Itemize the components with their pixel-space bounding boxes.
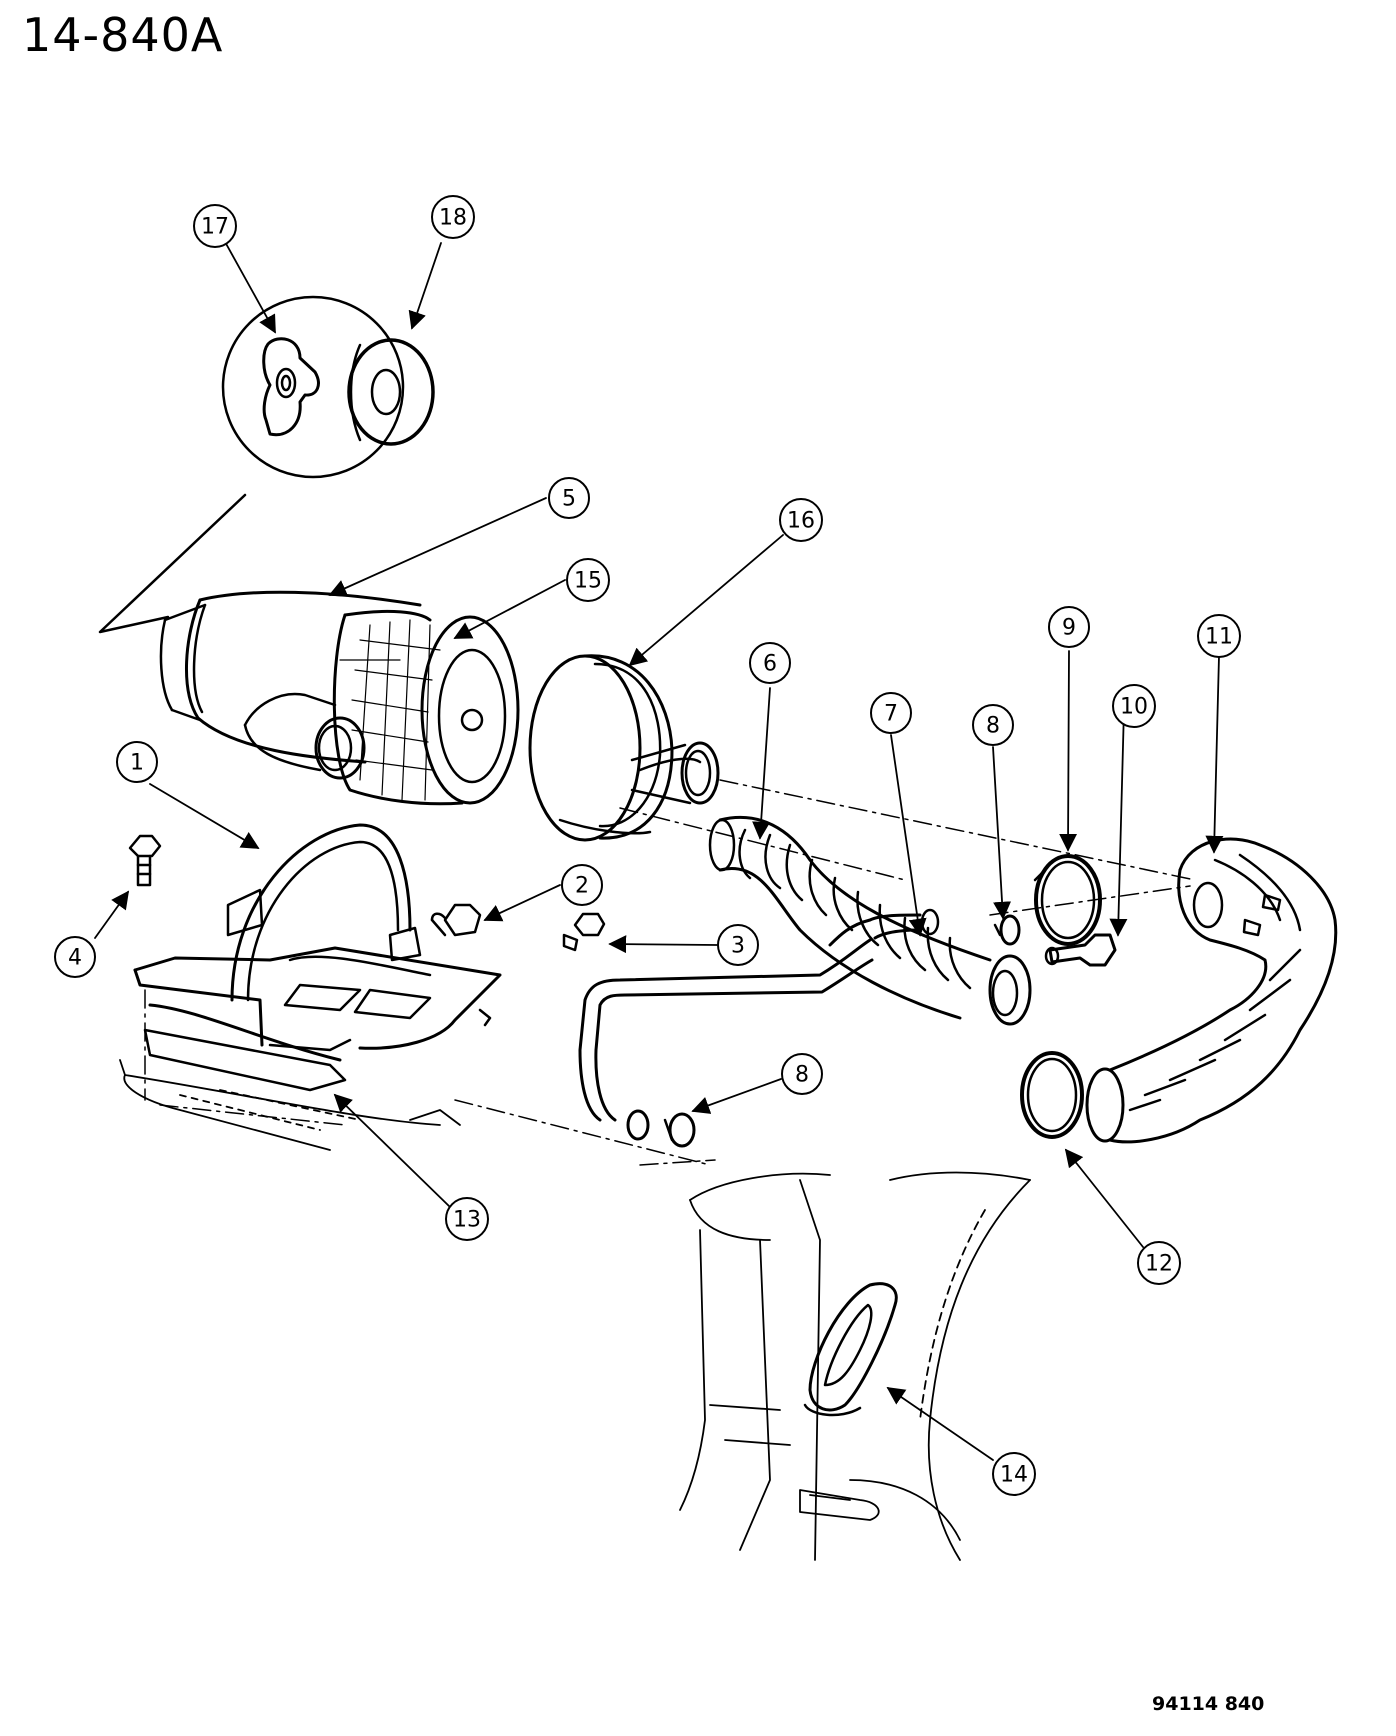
filter-element-icon xyxy=(332,609,520,806)
callout-4: 4 xyxy=(54,936,96,978)
clamp-icon xyxy=(663,914,1021,1148)
callout-label: 13 xyxy=(453,1208,481,1233)
figure-code: 94114 840 xyxy=(1152,1693,1265,1715)
mounting-strap-icon xyxy=(226,823,422,1002)
callout-11: 11 xyxy=(1197,614,1241,658)
callout-9: 9 xyxy=(1048,606,1090,648)
callout-label: 2 xyxy=(575,874,589,899)
bolt-icon xyxy=(128,834,162,887)
callout-15: 15 xyxy=(566,558,610,602)
leader-lines xyxy=(94,239,1224,1461)
callout-label: 3 xyxy=(731,934,745,959)
screw-icon xyxy=(562,912,606,952)
callout-3: 3 xyxy=(717,924,759,966)
washer-icon xyxy=(347,338,435,446)
air-duct-hose-icon xyxy=(708,815,1032,1026)
callout-label: 6 xyxy=(763,652,777,677)
callout-10: 10 xyxy=(1112,684,1156,728)
fitting-icon xyxy=(1044,933,1117,967)
callout-7: 7 xyxy=(870,692,912,734)
callout-6: 6 xyxy=(749,642,791,684)
callout-16: 16 xyxy=(779,498,823,542)
centerline xyxy=(144,779,1196,1166)
body-panel xyxy=(119,1059,461,1151)
callout-14: 14 xyxy=(992,1452,1036,1496)
callout-label: 16 xyxy=(787,509,815,534)
callout-13: 13 xyxy=(445,1197,489,1241)
housing-inlet-icon xyxy=(243,692,366,780)
callout-12: 12 xyxy=(1137,1241,1181,1285)
intake-duct-icon xyxy=(1085,837,1338,1144)
callout-5: 5 xyxy=(548,477,590,519)
callout-8a: 8 xyxy=(972,704,1014,746)
callout-1: 1 xyxy=(116,741,158,783)
callout-label: 7 xyxy=(884,702,898,727)
grommet-icon xyxy=(803,1282,898,1417)
callout-17: 17 xyxy=(193,204,237,248)
hose-clamp-icon xyxy=(1033,854,1102,946)
callout-label: 10 xyxy=(1120,695,1148,720)
detail-circle xyxy=(98,295,405,634)
wing-nut-icon xyxy=(262,337,320,437)
fender-panel xyxy=(679,1171,1031,1561)
page-title: 14-840A xyxy=(22,8,224,62)
duct-clamp-icon xyxy=(1020,1051,1084,1139)
callout-label: 17 xyxy=(201,215,229,240)
callout-8b: 8 xyxy=(781,1053,823,1095)
callout-label: 1 xyxy=(130,751,144,776)
callout-label: 12 xyxy=(1145,1252,1173,1277)
callout-label: 14 xyxy=(1000,1463,1028,1488)
vent-tube-icon xyxy=(578,908,940,1141)
nut-icon xyxy=(430,903,482,937)
callout-label: 18 xyxy=(439,206,467,231)
callout-label: 11 xyxy=(1205,625,1233,650)
air-cleaner-housing-icon xyxy=(159,590,422,764)
callout-label: 9 xyxy=(1062,616,1076,641)
callout-label: 8 xyxy=(986,714,1000,739)
mounting-tray-icon xyxy=(133,946,502,1092)
callout-label: 8 xyxy=(795,1063,809,1088)
callout-2: 2 xyxy=(561,864,603,906)
housing-cover-icon xyxy=(528,654,720,842)
callout-label: 5 xyxy=(562,487,576,512)
callout-18: 18 xyxy=(431,195,475,239)
callout-label: 4 xyxy=(68,946,82,971)
callout-label: 15 xyxy=(574,569,602,594)
